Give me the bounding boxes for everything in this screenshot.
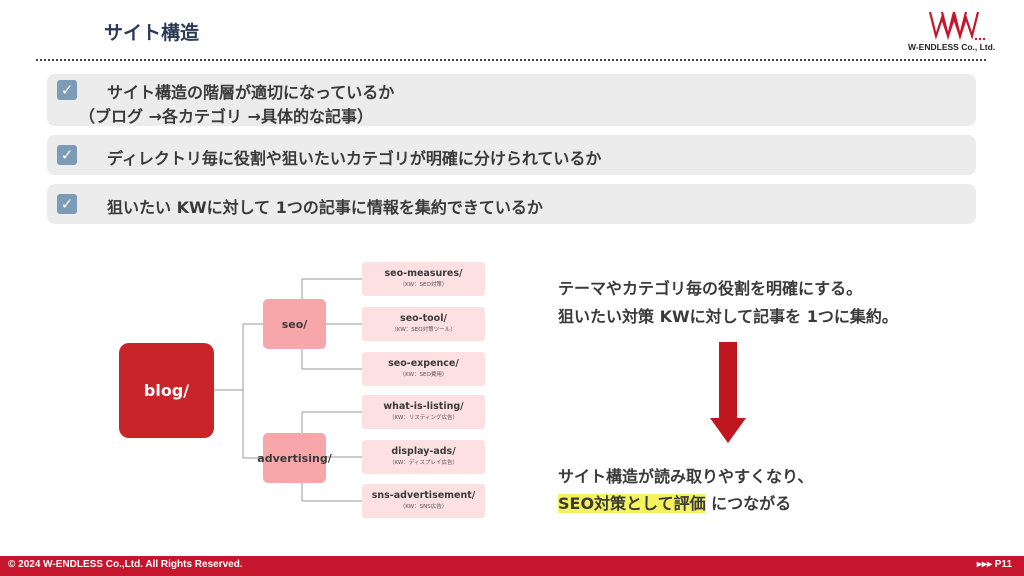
result-line-2: SEO対策として評価 につながる — [558, 490, 791, 514]
checklist-text: ディレクトリ毎に役割や狙いたいカテゴリが明確に分けられているか — [107, 149, 602, 168]
logo-text: W-ENDLESS Co., Ltd. — [908, 42, 996, 52]
page-number: ▸▸▸ P11 — [976, 559, 1012, 570]
footer-copyright: © 2024 W-ENDLESS Co.,Ltd. All Rights Res… — [8, 559, 243, 570]
checklist-item: ✓ サイト構造の階層が適切になっているか （ブログ →各カテゴリ →具体的な記事… — [47, 74, 976, 126]
leaf-label: seo-expence/ — [388, 358, 459, 369]
tree-leaf: display-ads/ （KW：ディスプレイ広告） — [362, 440, 485, 474]
checklist-text: サイト構造の階層が適切になっているか — [107, 83, 395, 102]
leaf-label: what-is-listing/ — [383, 401, 464, 412]
company-logo: W-ENDLESS Co., Ltd. — [908, 8, 1012, 56]
checkbox-icon: ✓ — [57, 80, 77, 100]
tree-leaf: seo-tool/ （KW：SEO対策ツール） — [362, 307, 485, 341]
explanation-line-2: 狙いたい対策 KWに対して記事を 1つに集約。 — [558, 307, 898, 326]
tree-node-blog: blog/ — [119, 343, 214, 438]
leaf-keyword: （KW：リスティング広告） — [388, 415, 459, 421]
explanation-line-1: テーマやカテゴリ毎の役割を明確にする。 — [558, 279, 863, 298]
down-arrow-icon — [710, 342, 746, 443]
leaf-keyword: （KW：SEO費用） — [399, 372, 448, 378]
tree-leaf: seo-expence/ （KW：SEO費用） — [362, 352, 485, 386]
result-highlight: SEO対策として評価 — [558, 494, 706, 513]
checklist-item: ✓ 狙いたい KWに対して 1つの記事に情報を集約できているか — [47, 184, 976, 224]
dotted-divider — [36, 59, 986, 61]
tree-node-seo: seo/ — [263, 299, 326, 349]
checkbox-icon: ✓ — [57, 194, 77, 214]
checklist-subtext: （ブログ →各カテゴリ →具体的な記事） — [79, 107, 373, 126]
result-line-1: サイト構造が読み取りやすくなり、 — [558, 467, 814, 486]
leaf-label: seo-measures/ — [384, 268, 463, 279]
leaf-keyword: （KW：SNS広告） — [399, 504, 448, 510]
leaf-label: display-ads/ — [391, 446, 456, 457]
footer-bar: © 2024 W-ENDLESS Co.,Ltd. All Rights Res… — [0, 556, 1024, 576]
tree-node-advertising: advertising/ — [257, 433, 332, 483]
leaf-label: seo-tool/ — [400, 313, 447, 324]
checkbox-icon: ✓ — [57, 145, 77, 165]
leaf-keyword: （KW：SEO対策ツール） — [391, 327, 456, 333]
leaf-label: sns-advertisement/ — [371, 490, 476, 501]
w-logo-icon — [928, 11, 986, 41]
checklist-text: 狙いたい KWに対して 1つの記事に情報を集約できているか — [107, 198, 543, 217]
tree-leaf: sns-advertisement/ （KW：SNS広告） — [362, 484, 485, 518]
result-rest: につながる — [705, 494, 792, 513]
tree-leaf: what-is-listing/ （KW：リスティング広告） — [362, 395, 485, 429]
tree-leaf: seo-measures/ （KW：SEO対策） — [362, 262, 485, 296]
leaf-keyword: （KW：SEO対策） — [399, 282, 448, 288]
leaf-keyword: （KW：ディスプレイ広告） — [389, 460, 458, 466]
page-title: サイト構造 — [104, 22, 200, 44]
checklist-item: ✓ ディレクトリ毎に役割や狙いたいカテゴリが明確に分けられているか — [47, 135, 976, 175]
